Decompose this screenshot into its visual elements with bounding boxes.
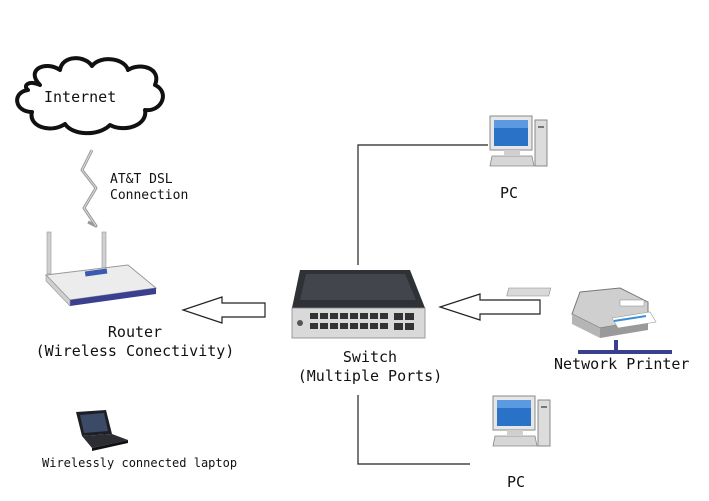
printer-icon [506, 287, 672, 354]
pc-top-icon [489, 115, 548, 167]
dsl-lightning-icon [80, 149, 98, 228]
laptop-label: Wirelessly connected laptop [42, 456, 238, 470]
pc-top-label: PC [500, 184, 519, 202]
switch-to-pc-top-link [357, 144, 488, 265]
switch-icon [291, 270, 426, 339]
dsl-link-label: AT&T DSL Connection [110, 172, 188, 205]
pc-bottom-label: PC [507, 473, 526, 491]
arrow-to-router [181, 296, 266, 324]
laptop-icon [76, 410, 128, 451]
switch-to-pc-bottom-link [357, 395, 470, 465]
router-label: Router (Wireless Conectivity) [20, 323, 250, 361]
switch-label-line1: Switch [342, 348, 398, 366]
router-icon [44, 231, 158, 307]
arrow-to-switch [438, 293, 541, 321]
switch-label-line2: (Multiple Ports) [297, 366, 443, 385]
switch-label: Switch (Multiple Ports) [280, 348, 460, 386]
internet-label: Internet [44, 88, 117, 106]
internet-cloud-icon [15, 56, 165, 136]
router-label-line2: (Wireless Conectivity) [35, 341, 235, 360]
router-label-line1: Router [107, 323, 163, 341]
dsl-link-label-line2: Connection [110, 188, 189, 204]
dsl-link-label-line1: AT&T DSL [110, 172, 173, 187]
printer-label: Network Printer [554, 355, 690, 373]
pc-bottom-icon [492, 395, 551, 447]
